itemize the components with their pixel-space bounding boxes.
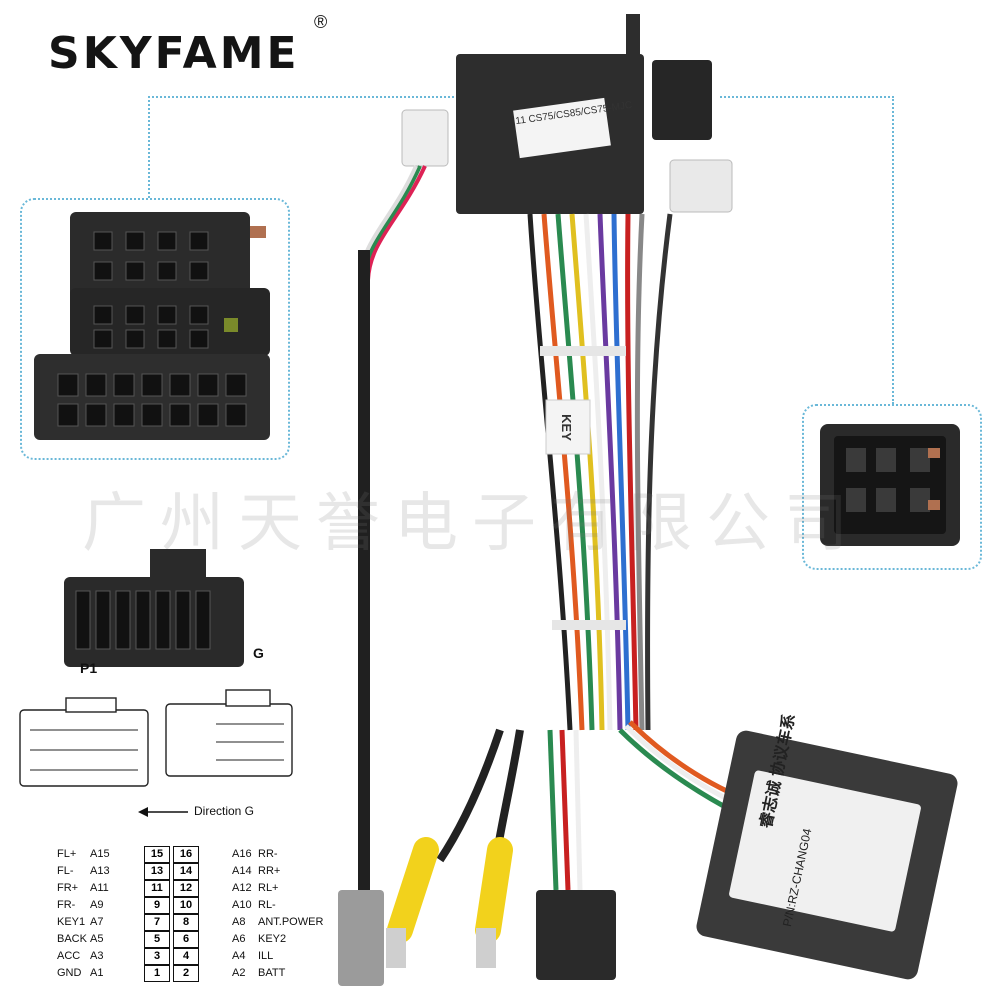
pin-left-label: GND (57, 967, 82, 979)
pin-number: 6 (173, 931, 199, 948)
pin-number: 16 (173, 846, 199, 863)
pin-left-code: A13 (90, 865, 110, 877)
car-connector-inset (802, 404, 982, 570)
pin-left-code: A15 (90, 848, 110, 860)
pin-left-label: FL+ (57, 848, 77, 860)
pin-right-label: RL- (258, 899, 276, 911)
pin-right-label: RR- (258, 848, 278, 860)
pin-left-code: A5 (90, 933, 104, 945)
pin-right-code: A16 (232, 848, 252, 860)
pin-left-label: KEY1 (57, 916, 86, 928)
pinout-row: FL- A13 13 14 A14 RR+ (50, 863, 350, 880)
pin-right-code: A4 (232, 950, 246, 962)
pin-left-code: A1 (90, 967, 104, 979)
pin-left-code: A11 (90, 882, 109, 894)
leader-line-right (720, 96, 894, 404)
pin-right-label: KEY2 (258, 933, 287, 945)
pin-left-code: A3 (90, 950, 104, 962)
pin-number: 9 (144, 897, 170, 914)
pin-right-label: ILL (258, 950, 274, 962)
pin-number: 7 (144, 914, 170, 931)
pin-right-label: ANT.POWER (258, 916, 324, 928)
pin-number: 5 (144, 931, 170, 948)
iso-connector-inset (20, 198, 290, 460)
pin-right-code: A12 (232, 882, 252, 894)
pin-right-code: A6 (232, 933, 246, 945)
pin-number: 14 (173, 863, 199, 880)
iso-connector-image (34, 212, 270, 440)
leader-line-left (148, 96, 470, 198)
pin-number: 2 (173, 965, 199, 982)
pin-number: 11 (144, 880, 170, 897)
pin-number: 1 (144, 965, 170, 982)
connector-outline-drawings (19, 689, 293, 787)
g-label: G (253, 645, 264, 661)
pin-number: 8 (173, 914, 199, 931)
pinout-row: FL+ A15 15 16 A16 RR- (50, 846, 350, 863)
pin-number: 10 (173, 897, 199, 914)
brand-logo: SKYFAME (48, 28, 300, 79)
pin-right-label: RL+ (258, 882, 279, 894)
pin-right-code: A8 (232, 916, 246, 928)
company-watermark: 广州天誉电子有限公司 (82, 487, 862, 561)
pin-number: 3 (144, 948, 170, 965)
pinout-table: FL+ A15 15 16 A16 RR- FL- A13 13 14 A14 … (50, 846, 350, 982)
pinout-row: KEY1 A7 7 8 A8 ANT.POWER (50, 914, 350, 931)
pin-right-code: A10 (232, 899, 252, 911)
wiring-harness-image (338, 14, 958, 986)
pin-left-code: A9 (90, 899, 104, 911)
pin-right-code: A14 (232, 865, 252, 877)
pin-left-label: FR+ (57, 882, 79, 894)
pin-left-label: BACK (57, 933, 87, 945)
pinout-row: GND A1 1 2 A2 BATT (50, 965, 350, 982)
car-connector-image (820, 424, 960, 546)
key-tag-label: KEY (558, 414, 574, 441)
pin-number: 13 (144, 863, 170, 880)
pinout-row: BACK A5 5 6 A6 KEY2 (50, 931, 350, 948)
pin-number: 15 (144, 846, 170, 863)
registered-mark: ® (314, 12, 328, 32)
p1-label: P1 (80, 660, 98, 676)
pin-number: 4 (173, 948, 199, 965)
direction-arrow-icon (138, 807, 188, 817)
pin-left-label: FL- (57, 865, 74, 877)
pinout-row: FR- A9 9 10 A10 RL- (50, 897, 350, 914)
pin-left-code: A7 (90, 916, 104, 928)
pin-number: 12 (173, 880, 199, 897)
direction-label: Direction G (194, 804, 255, 818)
pin-right-label: RR+ (258, 865, 281, 877)
pin-left-label: FR- (57, 899, 76, 911)
pinout-row: FR+ A11 11 12 A12 RL+ (50, 880, 350, 897)
pin-right-code: A2 (232, 967, 246, 979)
pin-left-label: ACC (57, 950, 81, 962)
p1-connector-image (64, 549, 244, 667)
pinout-row: ACC A3 3 4 A4 ILL (50, 948, 350, 965)
pin-right-label: BATT (258, 967, 286, 979)
